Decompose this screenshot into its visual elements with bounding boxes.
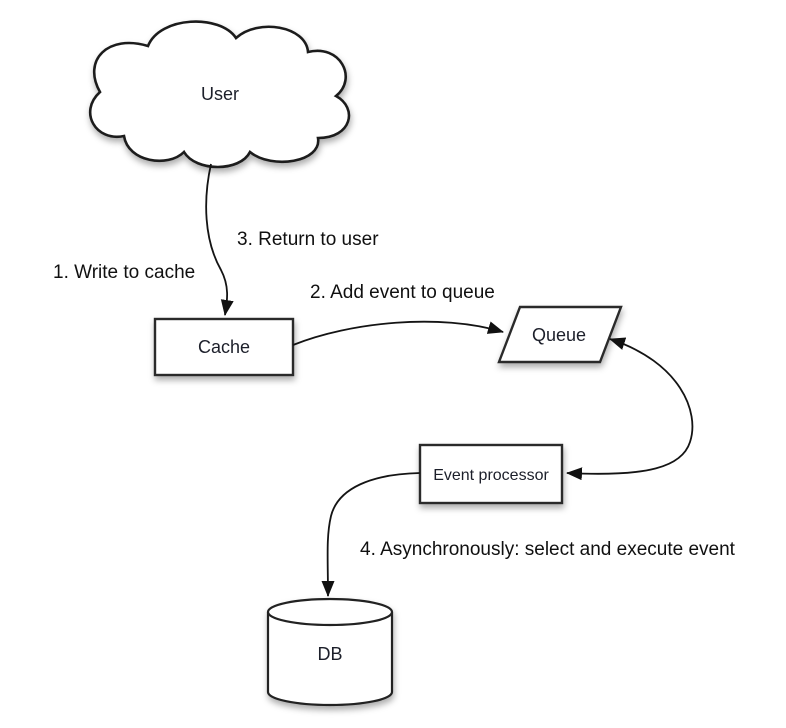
edge-event-processor-to-db bbox=[321, 472, 421, 597]
edge-queue-event-processor bbox=[566, 337, 694, 481]
annotation-step3: 3. Return to user bbox=[237, 229, 379, 250]
node-queue: Queue bbox=[497, 305, 623, 364]
db-cylinder-top bbox=[266, 597, 394, 627]
annotation-step2: 2. Add event to queue bbox=[310, 282, 495, 303]
node-event-processor: Event processor bbox=[418, 443, 564, 505]
node-db bbox=[266, 597, 394, 707]
node-event-processor-label: Event processor bbox=[433, 467, 549, 484]
annotation-step4: 4. Asynchronously: select and execute ev… bbox=[360, 539, 736, 560]
node-queue-label: Queue bbox=[532, 325, 586, 345]
node-cache-label: Cache bbox=[198, 337, 250, 357]
node-db-label: DB bbox=[317, 644, 342, 664]
event-processor-box bbox=[418, 443, 564, 505]
node-cache: Cache bbox=[153, 317, 295, 377]
db-cylinder-body bbox=[266, 612, 394, 707]
cache-box bbox=[153, 317, 295, 377]
annotation-step1: 1. Write to cache bbox=[53, 262, 195, 283]
node-user: User bbox=[88, 20, 351, 169]
edge-user-to-cache bbox=[205, 163, 234, 316]
cloud-shape bbox=[88, 20, 351, 169]
edge-cache-to-queue bbox=[292, 320, 504, 346]
node-user-label: User bbox=[201, 84, 239, 104]
